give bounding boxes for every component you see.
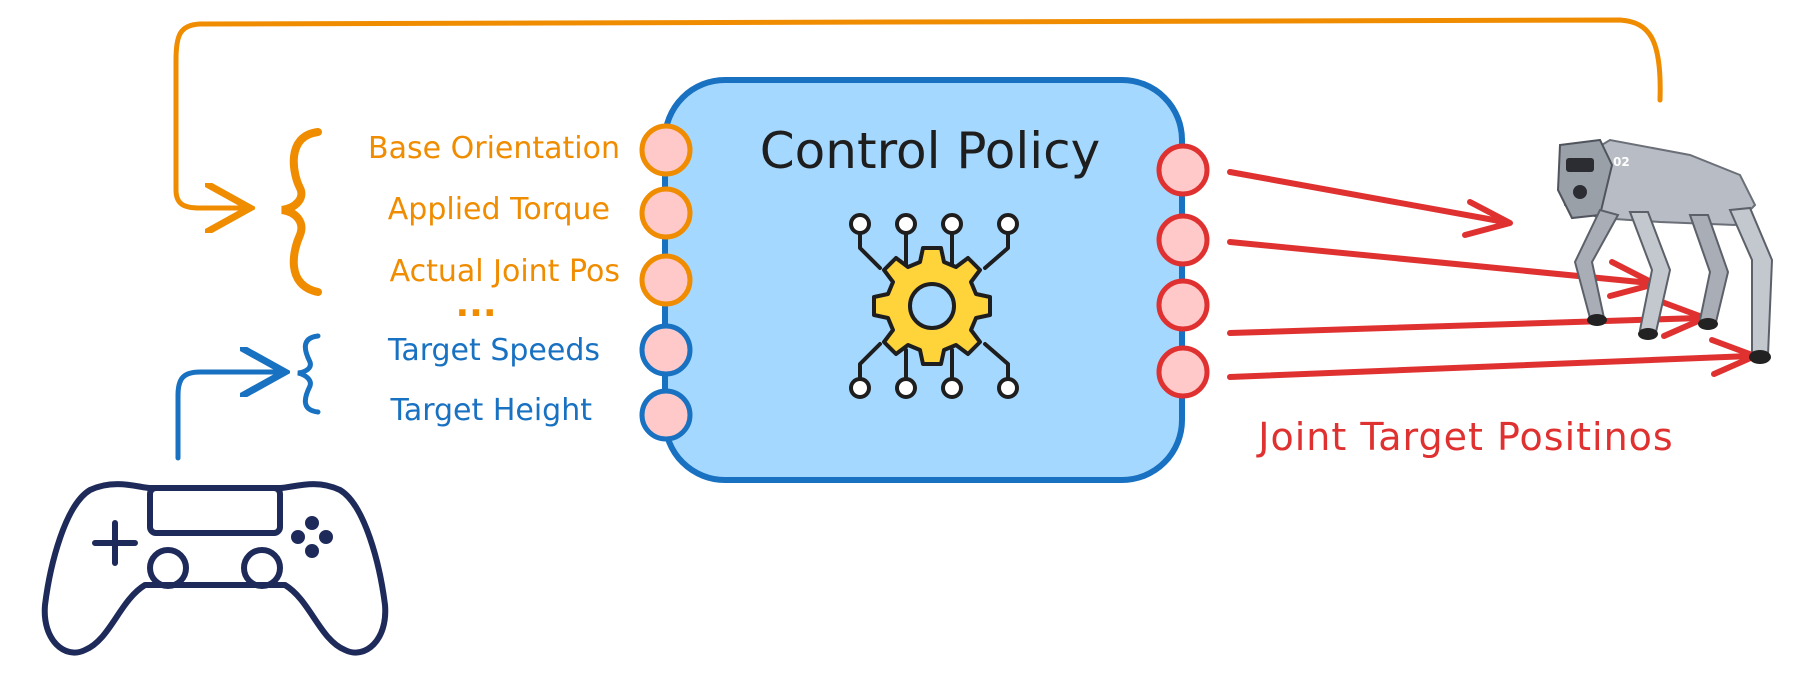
input-port-5 — [639, 388, 693, 442]
input-label-target-height: Target Height — [389, 393, 592, 428]
quadruped-robot-icon: 02 — [1556, 138, 1774, 364]
command-labels: Target Speeds Target Height — [387, 333, 600, 428]
input-port-3 — [639, 253, 693, 307]
feedback-labels: Base Orientation Applied Torque Actual J… — [368, 131, 620, 325]
output-port-1 — [1156, 143, 1210, 197]
command-arrow — [175, 372, 280, 461]
output-port-4 — [1156, 345, 1210, 399]
output-arrow-4 — [1227, 353, 1753, 380]
output-arrow-1 — [1227, 169, 1508, 225]
output-port-3 — [1156, 278, 1210, 332]
policy-title: Control Policy — [760, 122, 1100, 180]
feedback-brace — [281, 128, 322, 296]
output-arrow-3 — [1227, 315, 1703, 336]
input-label-target-speeds: Target Speeds — [387, 333, 600, 368]
output-port-2 — [1156, 213, 1210, 267]
output-ports — [1156, 143, 1210, 399]
gamepad-icon — [41, 481, 389, 656]
feedback-loop-arrow — [173, 17, 1663, 208]
gear-circuit-icon — [849, 213, 1019, 399]
svg-text:02: 02 — [1613, 155, 1630, 169]
input-ellipsis: ... — [455, 284, 496, 325]
input-label-applied-torque: Applied Torque — [388, 192, 610, 227]
input-port-1 — [639, 123, 693, 177]
input-port-4 — [639, 323, 693, 377]
input-label-base-orientation: Base Orientation — [368, 131, 620, 166]
input-ports — [639, 123, 693, 442]
input-port-2 — [639, 186, 693, 240]
input-label-actual-joint-pos: Actual Joint Pos — [390, 254, 620, 289]
command-brace — [297, 333, 321, 415]
output-label: Joint Target Positinos — [1256, 415, 1673, 459]
